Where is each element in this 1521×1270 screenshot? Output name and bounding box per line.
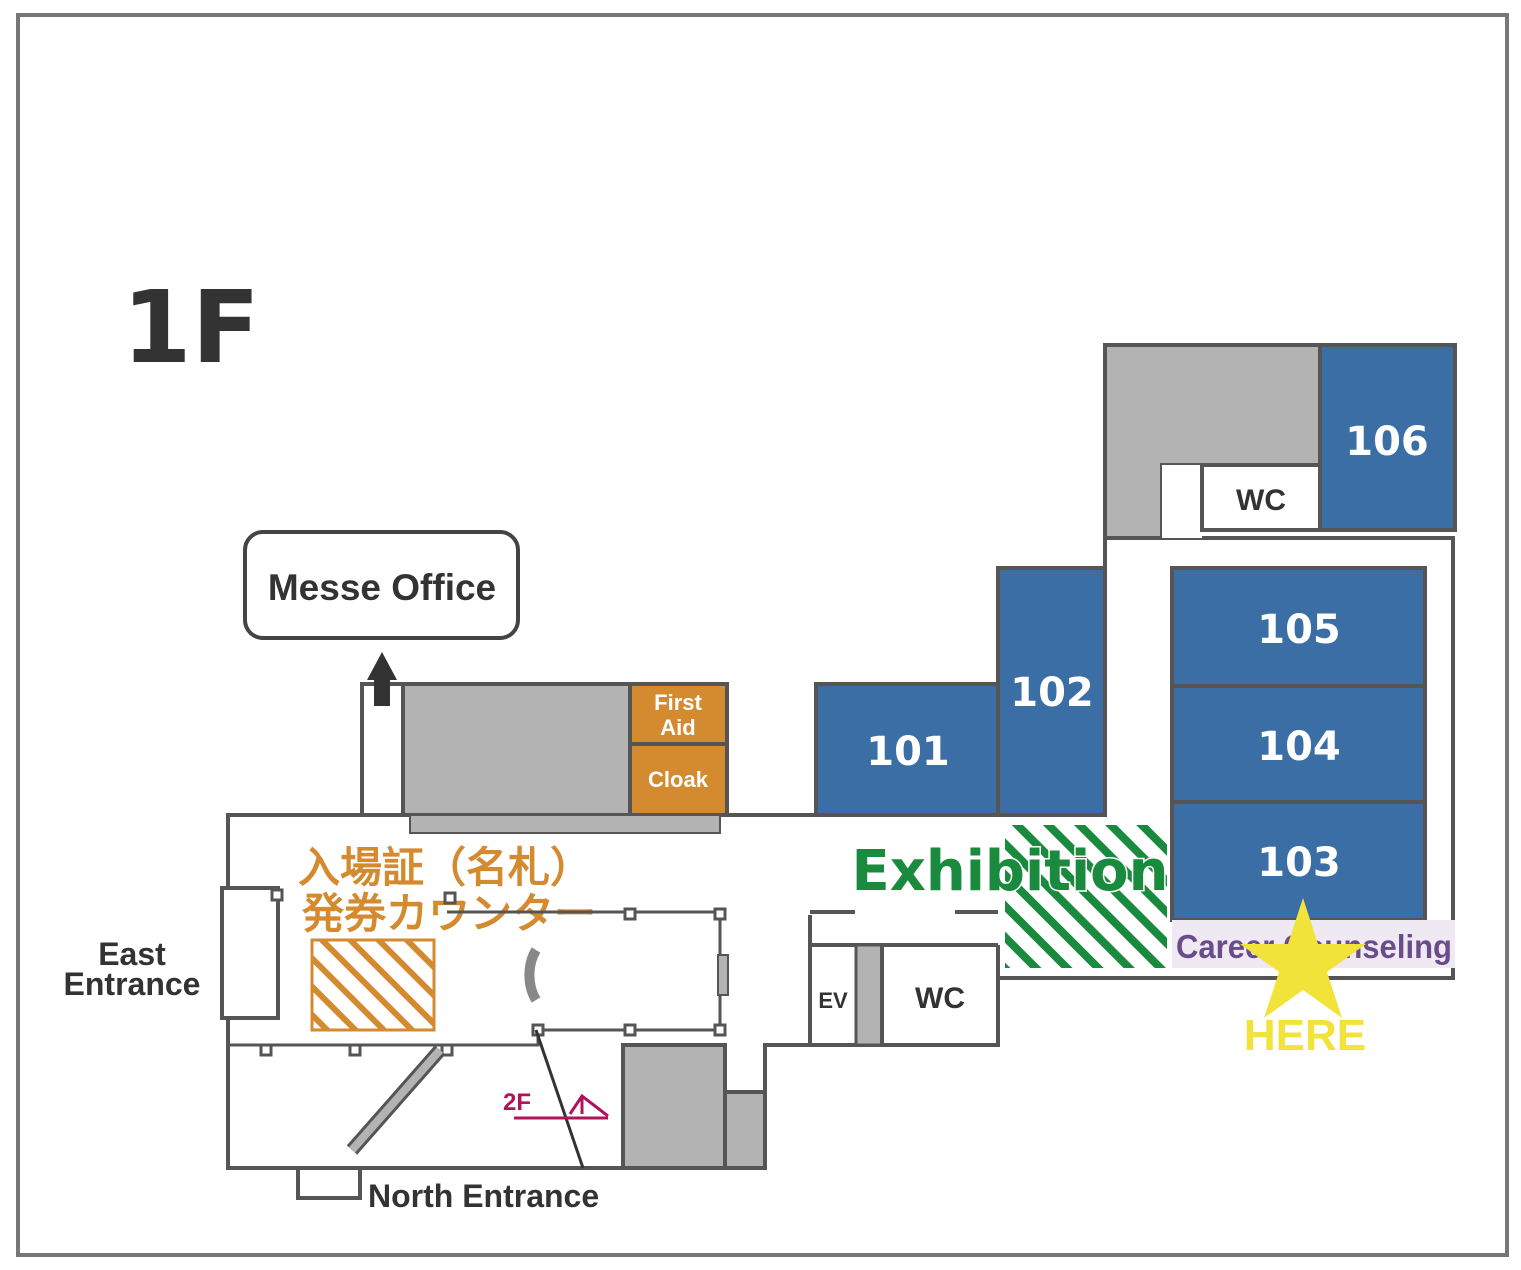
- corridor-gap: [1162, 465, 1202, 538]
- wc-lower-label: WC: [915, 982, 965, 1015]
- ev-label: EV: [818, 988, 848, 1013]
- wc-upper-label: WC: [1236, 484, 1286, 517]
- service-block-west: [401, 682, 632, 817]
- room-105-label: 105: [1257, 607, 1341, 653]
- east-entrance-label-2: Entrance: [64, 966, 201, 1002]
- cloak-label: Cloak: [648, 767, 709, 792]
- service-block-south-2: [723, 1090, 767, 1170]
- room-103-label: 103: [1257, 840, 1341, 886]
- badge-counter-label-1: 入場証（名札）: [298, 843, 592, 892]
- room-102-label: 102: [1010, 670, 1094, 716]
- room-101[interactable]: [814, 682, 1000, 817]
- north-entrance-label: North Entrance: [368, 1178, 599, 1214]
- exhibition-hatch-area[interactable]: [1005, 825, 1167, 968]
- wc-upper-room: [1200, 463, 1322, 532]
- east-entrance-label-1: East: [98, 936, 166, 972]
- stairs-2f-label: 2F: [503, 1089, 531, 1116]
- room-101-label: 101: [866, 729, 950, 775]
- room-106-label: 106: [1345, 419, 1429, 465]
- arrow-up-icon: [367, 652, 397, 706]
- cloak-room[interactable]: [628, 742, 729, 817]
- badge-counter-area[interactable]: [310, 938, 436, 1032]
- first-aid-label-2: Aid: [660, 715, 695, 740]
- room-106[interactable]: [1318, 343, 1457, 532]
- columns: [259, 888, 727, 1057]
- counter-strip: [409, 814, 721, 834]
- messe-office-box[interactable]: [243, 530, 520, 640]
- first-aid-label-1: First: [654, 690, 702, 715]
- room-104[interactable]: [1170, 684, 1427, 804]
- escalator: [346, 1029, 585, 1169]
- floor-label: 1F: [122, 269, 260, 386]
- messe-office-label: Messe Office: [268, 567, 496, 608]
- here-label: HERE: [1244, 1011, 1366, 1060]
- ev-wc-block: [808, 910, 1000, 1047]
- star-icon: [1240, 898, 1366, 1018]
- east-entrance-door[interactable]: [220, 886, 280, 1020]
- room-104-label: 104: [1257, 724, 1341, 770]
- north-entrance-door[interactable]: [296, 1166, 362, 1200]
- exhibition-label: Exhibition: [851, 839, 1168, 904]
- service-block-south: [621, 1043, 727, 1170]
- stairs-arrow-icon: [514, 1093, 609, 1120]
